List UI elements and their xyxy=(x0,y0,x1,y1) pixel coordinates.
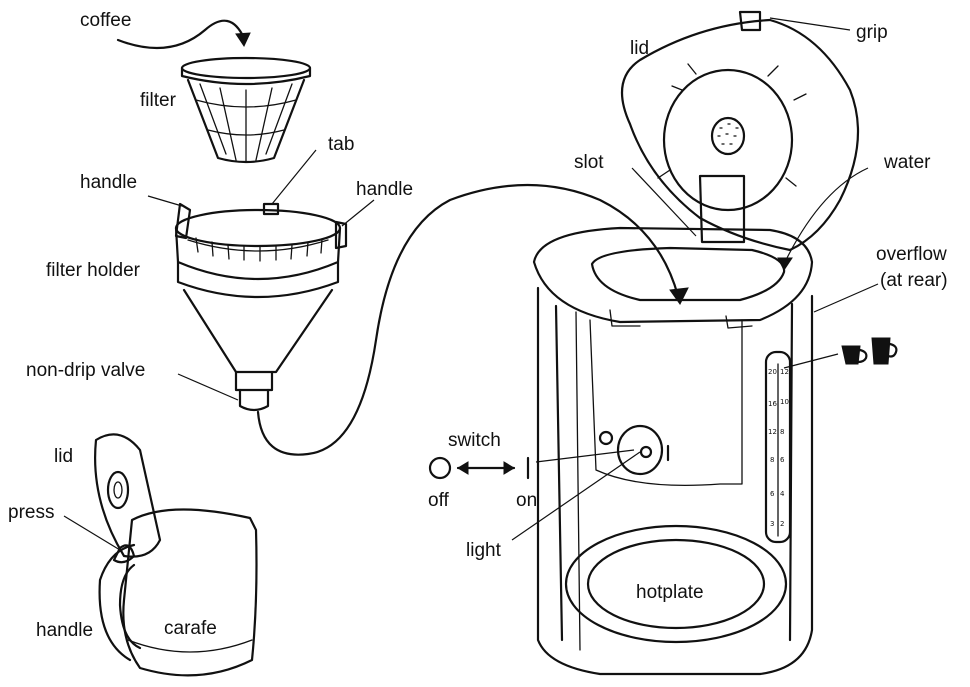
label-handle-right: handle xyxy=(356,179,413,200)
maker-lid xyxy=(620,10,860,252)
label-handle-carafe: handle xyxy=(36,620,93,641)
gauge-large-5: 3 xyxy=(770,520,774,528)
water-gauge-ticks: 20 16 12 8 6 3 12 10 8 6 4 2 xyxy=(768,368,789,528)
gauge-small-2: 8 xyxy=(780,428,784,436)
label-handle-left: handle xyxy=(80,172,137,193)
label-off: off xyxy=(428,490,450,511)
label-slot: slot xyxy=(574,152,604,173)
gauge-small-4: 4 xyxy=(780,490,785,498)
flow-arrowhead xyxy=(669,287,689,305)
gauge-large-4: 6 xyxy=(770,490,775,498)
cup-small-icon xyxy=(841,345,868,365)
coffee-maker-body xyxy=(532,226,814,676)
label-lid-carafe: lid xyxy=(54,446,73,467)
off-circle-icon xyxy=(428,456,452,480)
label-at-rear: (at rear) xyxy=(880,270,948,291)
gauge-small-3: 6 xyxy=(780,456,785,464)
gauge-large-3: 8 xyxy=(770,456,774,464)
label-grip: grip xyxy=(856,22,888,43)
label-tab: tab xyxy=(328,134,354,155)
label-non-drip-valve: non-drip valve xyxy=(26,360,145,381)
label-water: water xyxy=(883,152,931,173)
gauge-large-1: 16 xyxy=(768,400,777,408)
flow-line xyxy=(256,183,680,456)
label-hotplate: hotplate xyxy=(636,582,704,603)
filter-holder xyxy=(174,202,348,412)
label-carafe: carafe xyxy=(164,618,217,639)
gauge-large-0: 20 xyxy=(768,368,777,376)
label-light: light xyxy=(466,540,502,561)
label-lid-maker: lid xyxy=(630,38,649,59)
label-overflow: overflow xyxy=(876,244,947,265)
leader-lines xyxy=(63,17,879,551)
gauge-small-5: 2 xyxy=(780,520,784,528)
coffee-arrow xyxy=(116,19,246,50)
filter-basket xyxy=(180,56,312,164)
label-on: on xyxy=(516,490,537,511)
double-arrow-icon xyxy=(456,461,516,475)
label-coffee: coffee xyxy=(80,10,131,31)
gauge-large-2: 12 xyxy=(768,428,777,436)
gauge-small-0: 12 xyxy=(780,368,789,376)
carafe-drawing xyxy=(94,433,258,677)
label-filter: filter xyxy=(140,90,177,111)
label-filter-holder: filter holder xyxy=(46,260,141,281)
label-press: press xyxy=(8,502,54,523)
cup-large-icon xyxy=(871,337,898,365)
coffee-arrowhead xyxy=(235,32,251,48)
gauge-small-1: 10 xyxy=(780,398,789,406)
label-switch: switch xyxy=(448,430,501,451)
